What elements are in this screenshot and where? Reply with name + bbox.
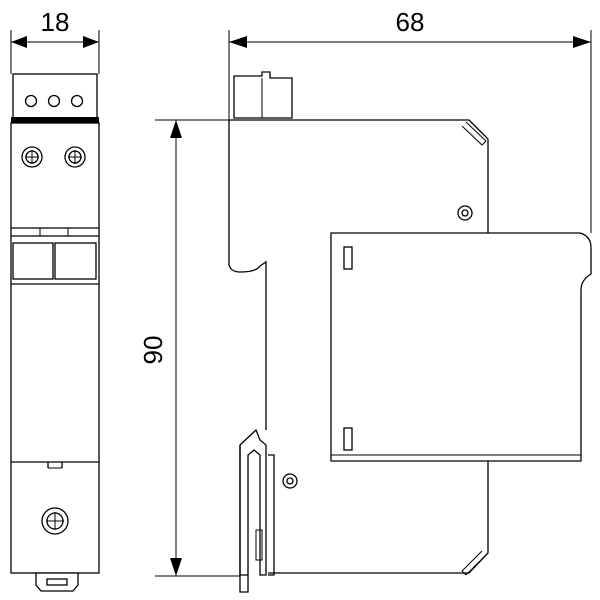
side-upper-screw [457, 205, 473, 221]
front-upper-screw-left [21, 146, 43, 168]
front-view [10, 73, 100, 592]
dimension-side-depth: 68 [228, 7, 592, 233]
front-body [10, 122, 100, 574]
front-top-band [11, 117, 99, 123]
side-view [228, 71, 592, 593]
front-top-terminal-holes [24, 94, 84, 108]
front-din-clip [35, 572, 79, 592]
side-panel-slot-upper [343, 246, 353, 270]
side-top-terminal [233, 71, 293, 119]
front-upper-screw-right [64, 146, 86, 168]
dimension-front-width: 18 [10, 7, 100, 74]
side-panel-slot-lower [343, 427, 353, 451]
front-window-left [12, 242, 54, 280]
dimension-height: 90 [138, 119, 240, 577]
dimension-front-width-label: 18 [41, 7, 70, 37]
side-housing [228, 119, 489, 574]
dimension-side-depth-label: 68 [396, 7, 425, 37]
side-din-clip [239, 428, 267, 576]
front-lower-screw [41, 507, 69, 535]
side-front-panel [330, 232, 592, 462]
side-lower-screw [282, 473, 298, 489]
front-window-right [54, 242, 97, 280]
dimension-height-label: 90 [138, 336, 168, 365]
